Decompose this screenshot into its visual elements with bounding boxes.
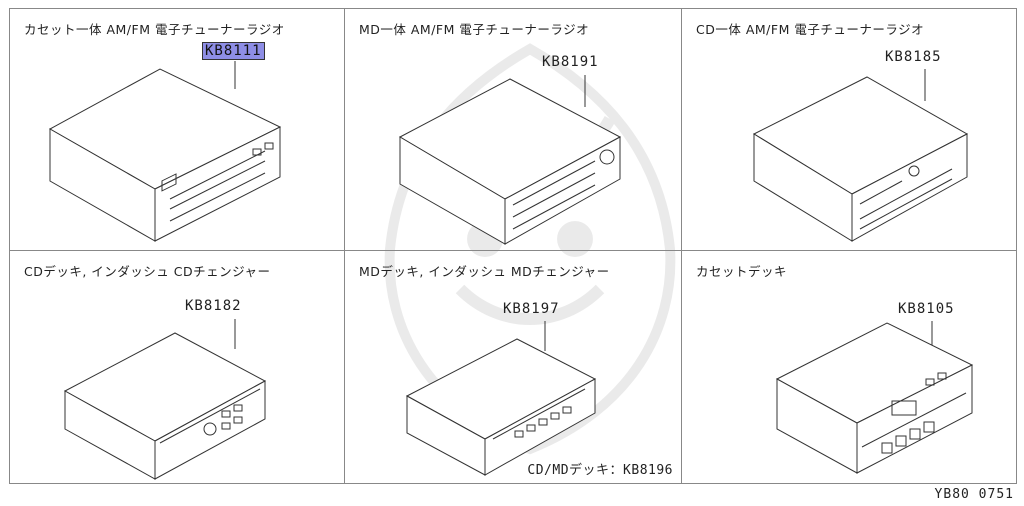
cd-radio-drawing — [752, 69, 969, 242]
grid-divider-h — [10, 250, 1016, 251]
part-code[interactable]: KB8185 — [885, 49, 942, 65]
figure-id: YB80 0751 — [934, 487, 1014, 502]
part-cell-cd-radio: CD一体 AM/FM 電子チューナーラジオ KB8185 — [682, 9, 1018, 250]
part-code[interactable]: KB8182 — [185, 298, 242, 314]
part-code-highlighted[interactable]: KB8111 — [202, 42, 265, 60]
part-cell-cd-deck: CDデッキ, インダッシュ CDチェンジャー KB8182 — [10, 251, 344, 484]
md-deck-drawing — [405, 321, 597, 476]
grid-divider-v1 — [344, 9, 345, 483]
part-title: MD一体 AM/FM 電子チューナーラジオ — [359, 22, 590, 37]
cassette-deck-drawing — [775, 321, 974, 474]
cd-deck-drawing — [63, 319, 267, 480]
part-title: CD一体 AM/FM 電子チューナーラジオ — [696, 22, 925, 37]
part-title: MDデッキ, インダッシュ MDチェンジャー — [359, 264, 610, 279]
part-code[interactable]: KB8197 — [503, 301, 560, 317]
part-title: カセットデッキ — [696, 264, 788, 279]
part-cell-cassette-deck: カセットデッキ KB8105 — [682, 251, 1018, 484]
part-title: カセット一体 AM/FM 電子チューナーラジオ — [24, 22, 285, 37]
part-title: CDデッキ, インダッシュ CDチェンジャー — [24, 264, 271, 279]
md-radio-drawing — [398, 75, 622, 245]
part-note-cd-md-deck: CD/MDデッキ：KB8196 — [527, 463, 673, 478]
part-cell-md-radio: MD一体 AM/FM 電子チューナーラジオ KB8191 — [345, 9, 681, 250]
grid-divider-v2 — [681, 9, 682, 483]
part-cell-cassette-radio: カセット一体 AM/FM 電子チューナーラジオ KB8111 — [10, 9, 344, 250]
part-code[interactable]: KB8105 — [898, 301, 955, 317]
parts-grid: カセット一体 AM/FM 電子チューナーラジオ KB8111 MD一体 AM/F… — [9, 8, 1017, 484]
part-code[interactable]: KB8191 — [542, 54, 599, 70]
cassette-radio-drawing — [48, 61, 282, 242]
part-cell-md-deck: MDデッキ, インダッシュ MDチェンジャー KB8197 CD/MDデッキ：K… — [345, 251, 681, 484]
